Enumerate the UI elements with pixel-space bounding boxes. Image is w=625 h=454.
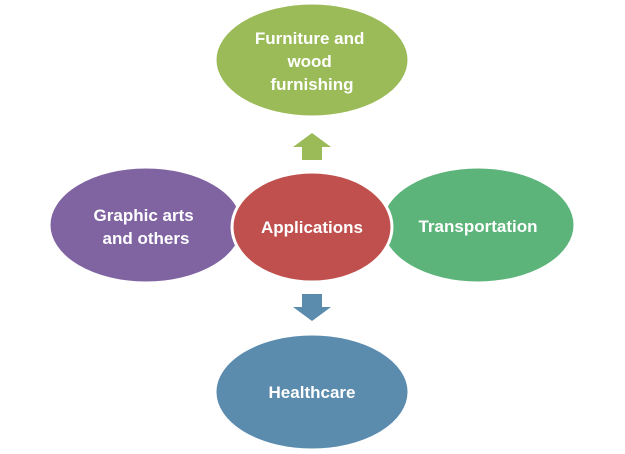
node-graphic-arts-line-2: and others	[103, 229, 190, 248]
node-furniture: Furniture and wood furnishing	[213, 1, 411, 119]
node-transportation-line-1: Transportation	[418, 217, 537, 236]
svg-text:Transportation: Transportation	[418, 217, 537, 236]
node-furniture-line-1: Furniture and	[255, 29, 365, 48]
arrow-up-icon	[293, 133, 331, 160]
node-applications-label: Applications	[261, 218, 363, 237]
svg-text:Furniture and wood: Furniture and wood furnishing	[255, 29, 369, 94]
svg-text:Graphic arts and others: Graphic arts and others	[94, 206, 199, 248]
node-healthcare-label: Healthcare	[269, 383, 356, 402]
node-healthcare: Healthcare	[213, 332, 411, 452]
node-furniture-line-3: furnishing	[270, 75, 353, 94]
node-graphic-arts-line-1: Graphic arts	[94, 206, 194, 225]
arrow-down-icon	[293, 294, 331, 321]
node-applications: Applications	[230, 170, 394, 284]
node-transportation: Transportation	[379, 165, 577, 285]
node-graphic-arts: Graphic arts and others	[47, 165, 245, 285]
node-furniture-line-2: wood	[286, 52, 331, 71]
